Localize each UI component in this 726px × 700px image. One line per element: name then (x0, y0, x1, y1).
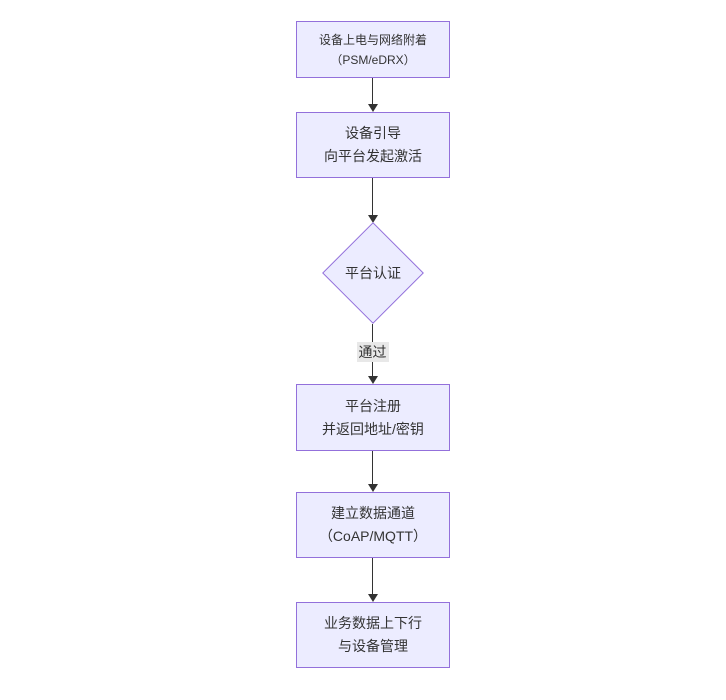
edge-auth-to-register: 通过 (356, 324, 389, 384)
node-text-line: 向平台发起激活 (324, 148, 422, 164)
flow-node-power-attach: 设备上电与网络附着 （PSM/eDRX） (296, 21, 450, 78)
decision-platform-auth: 平台认证 (322, 222, 424, 324)
edge-line (372, 558, 373, 594)
node-text-line: 业务数据上下行 (324, 615, 422, 631)
edge-bootstrap-to-auth (367, 178, 378, 223)
arrowhead-icon (367, 594, 378, 602)
edge-register-to-channel (367, 451, 378, 492)
node-text-line: （PSM/eDRX） (330, 52, 416, 67)
arrowhead-icon (367, 484, 378, 492)
node-text-line: 平台认证 (345, 265, 401, 281)
node-text-line: 设备引导 (345, 125, 401, 141)
node-text-line: 并返回地址/密钥 (322, 420, 424, 437)
edge-label-pass: 通过 (356, 342, 389, 362)
arrowhead-icon (367, 104, 378, 112)
node-text-line: 设备上电与网络附着 (318, 32, 427, 47)
node-text-line: 建立数据通道 (331, 505, 415, 521)
edge-channel-to-business (367, 558, 378, 602)
flow-node-data-channel: 建立数据通道 （CoAP/MQTT） (296, 492, 450, 558)
edge-line (372, 78, 373, 104)
edge-line (372, 178, 373, 215)
flow-node-bootstrap: 设备引导 向平台发起激活 (296, 112, 450, 178)
flow-node-business: 业务数据上下行 与设备管理 (296, 602, 450, 668)
edge-line (372, 451, 373, 484)
arrowhead-icon (367, 376, 378, 384)
node-text-line: （CoAP/MQTT） (318, 528, 428, 544)
node-text-line: 平台注册 (345, 397, 401, 414)
flow-node-register: 平台注册 并返回地址/密钥 (296, 384, 450, 451)
edge-power-to-bootstrap (367, 78, 378, 112)
node-text-line: 与设备管理 (338, 638, 408, 654)
arrowhead-icon (367, 215, 378, 223)
